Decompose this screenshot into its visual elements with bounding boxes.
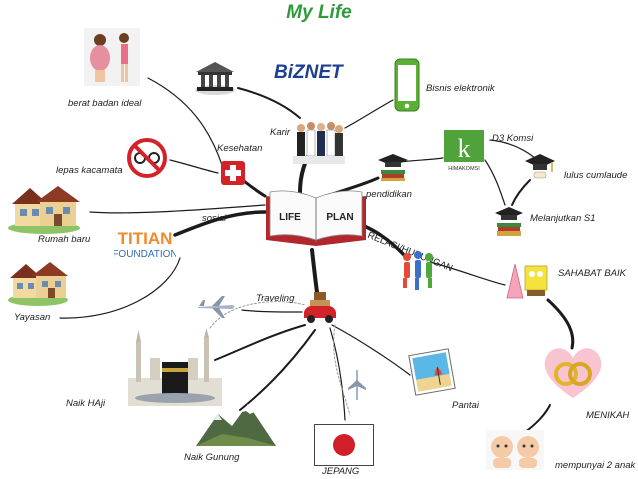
link-yayasan — [59, 257, 181, 319]
label-bisnis-elektronik: Bisnis elektronik — [426, 83, 495, 94]
japan-flag-icon — [314, 424, 374, 466]
flight-path-haji — [209, 301, 306, 329]
label-sahabat-baik: SAHABAT BAIK — [558, 268, 626, 279]
career-people-icon — [293, 122, 345, 164]
titian-foundation-logo-icon: TITIAN FOUNDATION — [114, 229, 176, 260]
link-anak — [524, 404, 551, 433]
link-sosial — [173, 210, 267, 237]
smartphone-icon — [394, 58, 420, 112]
beach-icon — [408, 348, 456, 396]
label-naik-haji: Naik HAji — [66, 398, 106, 409]
link-gunung — [239, 329, 316, 411]
travel-car-icon — [304, 292, 336, 323]
life-plan-book-icon: LIFE PLAN — [266, 190, 366, 246]
label-jepang: JEPANG — [322, 466, 360, 477]
graduation-books-icon — [378, 154, 408, 181]
label-lulus-cumlaude: lulus cumlaude — [564, 170, 628, 181]
label-sosial: sosial — [202, 213, 227, 224]
link-phone — [344, 99, 394, 129]
himakomsi-logo-icon: k HIMAKOMSI — [444, 130, 484, 172]
two-babies-icon — [486, 430, 544, 470]
airplane-icon-2 — [348, 370, 366, 400]
foundation-house-icon — [8, 262, 68, 306]
label-berat-badan: berat badan ideal — [68, 98, 142, 109]
link-melanjutkan-2 — [484, 159, 506, 206]
link-lulus — [489, 139, 536, 159]
book-right-word: PLAN — [326, 212, 353, 223]
link-jepang — [329, 327, 346, 421]
bank-icon — [195, 62, 235, 95]
book-left-word: LIFE — [279, 212, 301, 223]
house-icon — [8, 186, 80, 234]
link-bank — [237, 87, 301, 119]
label-kesehatan: Kesehatan — [217, 143, 263, 154]
label-menikah: MENIKAH — [586, 410, 630, 421]
no-glasses-icon — [127, 138, 167, 178]
best-friends-icon — [506, 263, 548, 299]
link-menikah — [546, 298, 575, 350]
link-pantai — [331, 324, 411, 376]
label-rumah-baru: Rumah baru — [38, 234, 91, 245]
link-plane — [241, 309, 303, 313]
flight-path-jepang — [333, 324, 351, 416]
link-berat — [147, 77, 223, 166]
health-cross-icon — [221, 161, 245, 185]
link-rumah — [89, 204, 266, 214]
label-lepas-kacamata: lepas kacamata — [56, 165, 123, 176]
himakomsi-letter: k — [458, 134, 471, 163]
label-yayasan: Yayasan — [14, 312, 51, 323]
label-pendidikan: pendidikan — [366, 189, 412, 200]
biznet-logo-text: BiZNET — [274, 62, 344, 83]
label-melanjutkan-s1: Melanjutkan S1 — [530, 213, 596, 224]
graduation-books-icon-2 — [495, 207, 523, 236]
mountain-icon — [196, 404, 276, 446]
page-title: My Life — [286, 2, 352, 23]
ideal-weight-icon — [84, 28, 140, 86]
label-d3-komsi: D3 Komsi — [492, 133, 534, 144]
link-sahabat — [429, 261, 506, 286]
wedding-rings-icon — [544, 348, 602, 398]
label-mempunyai-2-anak: mempunyai 2 anak — [555, 460, 636, 471]
airplane-icon — [198, 296, 235, 318]
himakomsi-text: HIMAKOMSI — [448, 166, 480, 172]
link-haji — [214, 324, 306, 361]
graduation-cap-icon — [525, 154, 555, 179]
label-karir: Karir — [270, 127, 291, 138]
biznet-logo-icon: BiZNET — [274, 62, 344, 83]
mecca-kaaba-icon — [128, 328, 222, 406]
link-melanjutkan — [511, 179, 531, 206]
label-traveling: Traveling — [256, 293, 295, 304]
titian-logo-top: TITIAN — [118, 229, 173, 248]
link-kacamata — [169, 159, 219, 174]
titian-logo-bottom: FOUNDATION — [114, 249, 176, 260]
relationship-people-icon — [403, 251, 433, 290]
label-naik-gunung: Naik Gunung — [184, 452, 240, 463]
label-pantai: Pantai — [452, 400, 479, 411]
